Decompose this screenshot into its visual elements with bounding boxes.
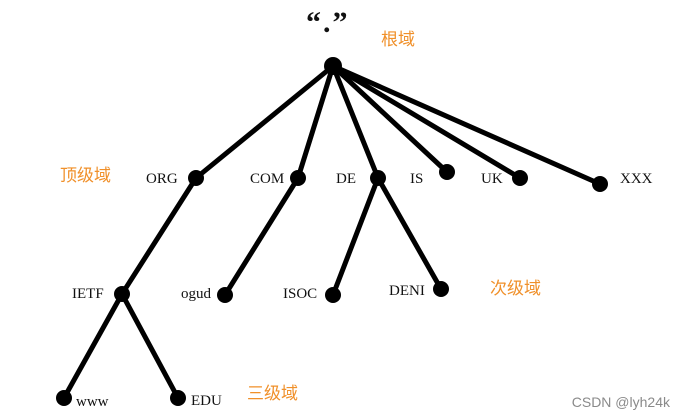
watermark-text: CSDN @lyh24k bbox=[571, 394, 670, 410]
level-label-root: 根域 bbox=[381, 30, 415, 50]
node-label-xxx: XXX bbox=[620, 171, 653, 187]
node-is bbox=[439, 164, 455, 180]
node-label-edu: EDU bbox=[191, 393, 222, 409]
node-ogud bbox=[217, 287, 233, 303]
node-deni bbox=[433, 281, 449, 297]
node-com bbox=[290, 170, 306, 186]
node-xxx bbox=[592, 176, 608, 192]
node-uk bbox=[512, 170, 528, 186]
node-label-is: IS bbox=[410, 171, 424, 187]
node-root bbox=[324, 57, 342, 75]
node-label-ietf: IETF bbox=[72, 286, 104, 302]
edge-root-uk bbox=[330, 63, 523, 181]
node-label-deni: DENI bbox=[389, 283, 425, 299]
node-de bbox=[370, 170, 386, 186]
edge-ietf-www bbox=[61, 291, 125, 401]
node-label-com: COM bbox=[250, 171, 285, 187]
node-org bbox=[188, 170, 204, 186]
edge-de-deni bbox=[375, 175, 444, 292]
edge-ietf-edu bbox=[119, 291, 181, 401]
edge-root-xxx bbox=[330, 63, 603, 187]
node-label-de: DE bbox=[336, 171, 356, 187]
node-label-isoc: ISOC bbox=[283, 286, 318, 302]
level-label-third: 三级域 bbox=[247, 384, 298, 404]
edge-root-is bbox=[330, 63, 450, 175]
root-label: “.” bbox=[306, 6, 350, 39]
edge-root-com bbox=[295, 63, 336, 181]
node-www bbox=[56, 390, 72, 406]
node-label-uk: UK bbox=[481, 171, 503, 187]
node-isoc bbox=[325, 287, 341, 303]
node-label-org: ORG bbox=[146, 171, 178, 187]
edge-root-de bbox=[330, 63, 381, 181]
edge-com-ogud bbox=[222, 175, 301, 298]
level-label-top: 顶级域 bbox=[60, 166, 111, 186]
edge-de-isoc bbox=[330, 175, 381, 298]
node-ietf bbox=[114, 286, 130, 302]
node-label-ogud: ogud bbox=[181, 286, 211, 302]
edge-root-org bbox=[193, 63, 336, 181]
node-label-www: www bbox=[76, 394, 109, 410]
edge-org-ietf bbox=[119, 175, 199, 297]
node-edu bbox=[170, 390, 186, 406]
level-label-second: 次级域 bbox=[490, 279, 541, 299]
